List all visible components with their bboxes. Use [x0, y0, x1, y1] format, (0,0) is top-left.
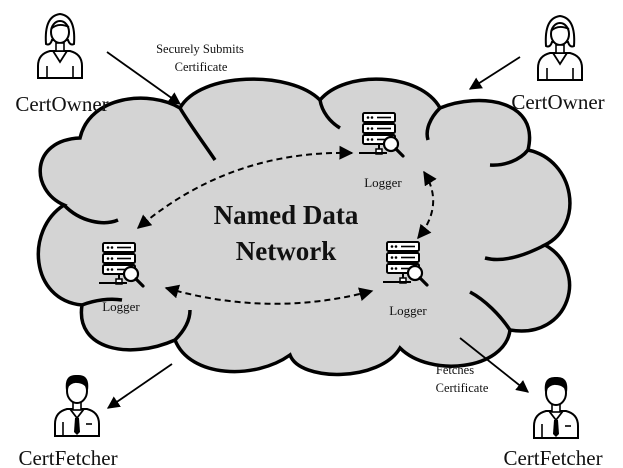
logger-right: Logger: [381, 240, 429, 318]
logger-left: Logger: [97, 241, 145, 314]
logger-top-label: Logger: [364, 175, 402, 190]
logger-top: Logger: [357, 111, 405, 190]
cloud-title-line2: Network: [236, 236, 336, 266]
link-top-right-logger: [417, 170, 437, 240]
person-female-icon: [37, 13, 83, 79]
cloud-title-line1: Named Data: [214, 200, 359, 230]
person-male-icon: [533, 375, 579, 439]
link-left-right-logger: [164, 284, 374, 305]
person-male-icon: [54, 373, 100, 437]
arrow-owner-left-submit: [106, 51, 182, 105]
fetch-annotation-line2: Certificate: [436, 381, 489, 395]
logger-right-label: Logger: [389, 303, 427, 318]
actor-bottom-left-label: CertFetcher: [18, 446, 117, 468]
arrow-fetcher-left: [106, 363, 173, 409]
actor-top-right: CertOwner: [511, 15, 605, 114]
submit-annotation-line1: Securely Submits: [156, 42, 244, 56]
fetch-annotation-line1: Fetches: [436, 363, 474, 377]
actor-top-right-label: CertOwner: [511, 90, 604, 114]
arrow-owner-right-submit: [468, 56, 521, 90]
actor-top-left: CertOwner: [15, 13, 109, 116]
logger-left-label: Logger: [102, 299, 140, 314]
submit-annotation-line2: Certificate: [175, 60, 228, 74]
actor-bottom-right-label: CertFetcher: [503, 446, 602, 468]
link-top-left-logger: [136, 145, 354, 229]
actor-bottom-right: CertFetcher: [503, 375, 603, 468]
arrow-fetcher-right: [459, 337, 529, 393]
actor-top-left-label: CertOwner: [15, 92, 108, 116]
person-female-icon: [537, 15, 583, 81]
actor-bottom-left: CertFetcher: [18, 373, 118, 468]
